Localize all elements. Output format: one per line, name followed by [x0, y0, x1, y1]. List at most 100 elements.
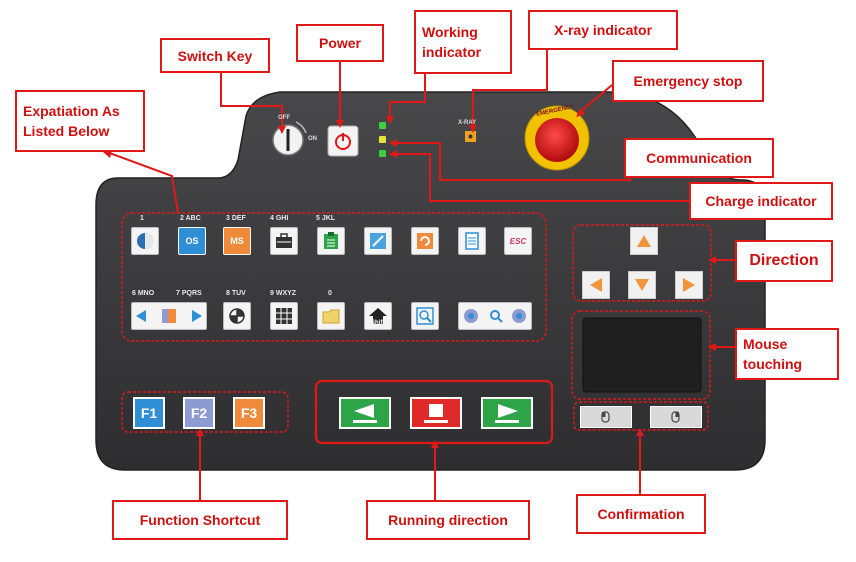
key-label-7: 7 PQRS	[176, 290, 202, 297]
key-5[interactable]	[317, 227, 345, 255]
callout-function-shortcut: Function Shortcut	[112, 500, 288, 540]
leader-lines	[95, 50, 735, 505]
stop-button[interactable]	[410, 397, 462, 429]
edit-icon	[370, 233, 386, 249]
direction-down-button[interactable]	[628, 271, 656, 299]
key-label-9: 9 WXYZ	[270, 290, 297, 297]
direction-right-button[interactable]	[675, 271, 703, 299]
working-led	[379, 122, 386, 129]
mouse-icon	[671, 411, 680, 423]
switch-on-label: ON	[308, 136, 317, 142]
key-6-7-slider[interactable]	[131, 302, 207, 330]
key-rotate[interactable]	[411, 227, 439, 255]
callout-communication: Communication	[624, 138, 774, 178]
direction-up-button[interactable]	[630, 227, 658, 255]
confirmation-frame	[573, 401, 709, 431]
leader-working	[389, 74, 426, 118]
document-icon	[465, 232, 479, 250]
emergency-button	[535, 118, 579, 162]
f2-button[interactable]: F2	[183, 397, 215, 429]
key-label-1: 1	[140, 215, 144, 222]
arrow-up-icon	[637, 235, 651, 247]
zoom-icon	[416, 307, 434, 325]
arrow-right-icon	[683, 278, 695, 292]
callout-mouse-touching: Mouse touching	[735, 328, 839, 380]
run-forward-button[interactable]	[481, 397, 533, 429]
f3-button[interactable]: F3	[233, 397, 265, 429]
folder-icon	[322, 309, 340, 324]
callout-running-direction: Running direction	[366, 500, 530, 540]
key-8[interactable]	[223, 302, 251, 330]
leader-emergency	[579, 84, 613, 113]
contrast-icon	[137, 233, 153, 249]
callout-emergency-stop: Emergency stop	[612, 60, 764, 102]
key-label-4: 4 GHI	[270, 215, 289, 222]
key-label-3: 3 DEF	[226, 215, 246, 222]
run-backward-button[interactable]	[339, 397, 391, 429]
key-label-0: 0	[328, 290, 332, 297]
switch-off-label: OFF	[278, 115, 290, 121]
run-left-icon	[353, 404, 377, 423]
leader-charge	[395, 153, 689, 202]
mouse-touchpad[interactable]	[583, 318, 701, 392]
leader-arrowheads	[103, 108, 716, 448]
leader-expatiation	[95, 147, 179, 214]
callout-charge-indicator: Charge indicator	[689, 182, 833, 220]
callout-power: Power	[296, 24, 384, 62]
direction-frame	[572, 224, 712, 302]
direction-left-button[interactable]	[582, 271, 610, 299]
key-label-5: 5 JKL	[316, 215, 336, 222]
key-3-ms[interactable]: MS	[223, 227, 251, 255]
mouse-right-button[interactable]	[650, 406, 702, 428]
stop-icon	[424, 404, 448, 423]
key-label-6: 6 MNO	[132, 290, 155, 297]
key-label-2: 2 ABC	[180, 215, 201, 222]
shift-icon	[369, 308, 387, 324]
magnify-controls-icon	[464, 309, 526, 323]
key-4[interactable]	[270, 227, 298, 255]
charge-led	[379, 150, 386, 157]
mouse-frame	[571, 310, 711, 400]
leader-xray	[472, 50, 548, 128]
function-frame	[121, 391, 289, 433]
arrow-down-icon	[635, 279, 649, 291]
target-icon	[229, 308, 245, 324]
key-magnify-controls[interactable]	[458, 302, 532, 330]
leader-switch-key	[220, 69, 283, 128]
f1-button[interactable]: F1	[133, 397, 165, 429]
clipboard-icon	[324, 232, 338, 249]
touchpad-surface	[582, 317, 702, 393]
key-document[interactable]	[458, 227, 486, 255]
key-0[interactable]	[317, 302, 345, 330]
callout-working-indicator: Working indicator	[414, 10, 512, 74]
callout-confirmation: Confirmation	[576, 494, 706, 534]
key-zoom[interactable]	[411, 302, 439, 330]
left-right-slider-icon	[136, 309, 202, 323]
mouse-icon	[601, 411, 610, 423]
switch-key[interactable]	[273, 125, 303, 155]
briefcase-icon	[276, 233, 292, 248]
callout-switch-key: Switch Key	[160, 38, 270, 73]
key-shift[interactable]: Shift	[364, 302, 392, 330]
run-right-icon	[495, 404, 519, 423]
callout-direction: Direction	[735, 240, 833, 282]
arrow-left-icon	[590, 278, 602, 292]
callout-expatiation: Expatiation As Listed Below	[15, 90, 145, 152]
grid-icon	[276, 308, 292, 324]
communication-led	[379, 136, 386, 143]
keypad-frame	[121, 212, 547, 342]
xray-label: X-RAY	[458, 120, 477, 126]
rotate-icon	[417, 233, 433, 249]
key-label-8: 8 TUV	[226, 290, 246, 297]
key-esc[interactable]: ESC	[504, 227, 532, 255]
key-9[interactable]	[270, 302, 298, 330]
key-1[interactable]	[131, 227, 159, 255]
key-2-os[interactable]: OS	[178, 227, 206, 255]
key-edit[interactable]	[364, 227, 392, 255]
callout-xray-indicator: X-ray indicator	[528, 10, 678, 50]
power-button[interactable]	[328, 126, 358, 156]
mouse-left-button[interactable]	[580, 406, 632, 428]
emergency-stop-button[interactable]	[535, 118, 579, 162]
